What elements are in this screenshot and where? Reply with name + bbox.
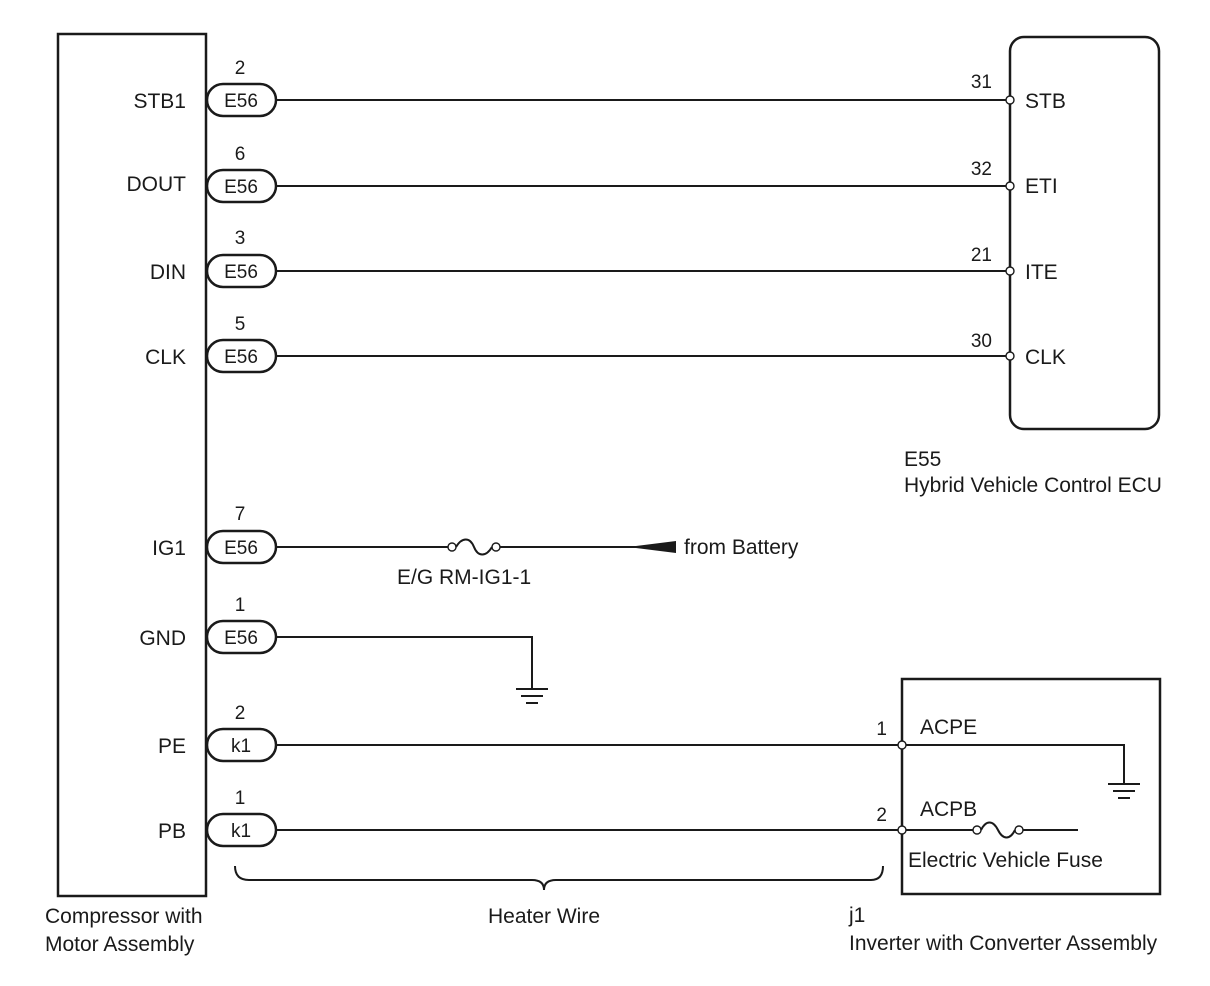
ecu-terminal-node — [1005, 266, 1015, 276]
connector-label: k1 — [231, 736, 251, 757]
connector-label: E56 — [224, 538, 258, 559]
heater-wire-label: Heater Wire — [488, 905, 600, 928]
pe-circuit: PE 2 k1 1 ACPE — [158, 703, 1140, 799]
connector-k1 — [205, 727, 278, 763]
gnd-circuit: GND 1 E56 — [139, 595, 548, 704]
fuse-terminal — [491, 542, 501, 552]
compressor-label-line2: Motor Assembly — [45, 933, 195, 956]
pin-number: 2 — [235, 58, 246, 79]
terminal-name-stb1: STB1 — [133, 90, 186, 113]
terminal-name-pe: PE — [158, 735, 186, 758]
heater-wire-brace — [234, 865, 884, 891]
ground-icon — [516, 688, 548, 704]
signal-row-ite: DIN 3 E56 21 ITE — [150, 228, 1058, 289]
connector-e56 — [205, 619, 278, 655]
terminal-name-ig1: IG1 — [152, 537, 186, 560]
connector-label: k1 — [231, 821, 251, 842]
connector-e56 — [205, 338, 278, 374]
compressor-box — [56, 32, 208, 898]
ecu-name-label: Hybrid Vehicle Control ECU — [904, 474, 1162, 497]
connector-e56 — [205, 82, 278, 118]
terminal-name-din: DIN — [150, 261, 186, 284]
terminal-name-clk: CLK — [145, 346, 186, 369]
connector-label: E56 — [224, 628, 258, 649]
inverter-box — [900, 677, 1162, 896]
pin-number: 1 — [235, 788, 246, 809]
fuse-terminal — [972, 825, 982, 835]
ecu-terminal-ite: ITE — [1025, 261, 1058, 284]
ecu-pin-number: 32 — [971, 159, 992, 180]
ecu-pin-number: 21 — [971, 245, 992, 266]
fuse-symbol — [980, 821, 1016, 839]
ecu-code-label: E55 — [904, 448, 941, 471]
acpe-ground-wire — [906, 744, 1125, 783]
inverter-code-label: j1 — [848, 904, 865, 927]
inverter-terminal-node — [897, 740, 907, 750]
ecu-pin-number: 31 — [971, 72, 992, 93]
pin-number: 7 — [235, 504, 246, 525]
source-label: from Battery — [684, 536, 799, 559]
inverter-name-label: Inverter with Converter Assembly — [849, 932, 1158, 955]
signal-row-eti: DOUT 6 E56 32 ETI — [127, 144, 1058, 204]
connector-label: E56 — [224, 347, 258, 368]
terminal-name-gnd: GND — [139, 627, 186, 650]
fuse-symbol — [455, 538, 493, 556]
ecu-terminal-eti: ETI — [1025, 175, 1058, 198]
ecu-terminal-node — [1005, 181, 1015, 191]
pb-circuit: PB 1 k1 2 ACPB Electric Vehicle Fuse — [158, 788, 1103, 872]
compressor-label-line1: Compressor with — [45, 905, 203, 928]
pin-number: 1 — [235, 595, 246, 616]
connector-e56 — [205, 168, 278, 204]
ecu-terminal-stb: STB — [1025, 90, 1066, 113]
pin-number: 6 — [235, 144, 246, 165]
connector-label: E56 — [224, 177, 258, 198]
connector-k1 — [205, 812, 278, 848]
ev-fuse-label: Electric Vehicle Fuse — [908, 849, 1103, 872]
pin-number: 2 — [235, 703, 246, 724]
ig1-circuit: IG1 7 E56 E/G RM-IG1-1 from Battery — [152, 504, 799, 589]
connector-e56 — [205, 529, 278, 565]
pin-number: 5 — [235, 314, 246, 335]
connector-label: E56 — [224, 91, 258, 112]
signal-row-clk: CLK 5 E56 30 CLK — [145, 314, 1066, 374]
inverter-terminal-acpe: ACPE — [920, 716, 977, 739]
terminal-name-pb: PB — [158, 820, 186, 843]
ground-wire — [276, 636, 533, 688]
fuse-terminal — [447, 542, 457, 552]
inverter-terminal-node — [897, 825, 907, 835]
terminal-name-dout: DOUT — [127, 173, 187, 196]
ecu-box — [1008, 35, 1161, 431]
ecu-pin-number: 30 — [971, 331, 992, 352]
arrow-icon — [628, 541, 676, 553]
fuse-terminal — [1014, 825, 1024, 835]
inverter-pin-number: 1 — [876, 719, 887, 740]
connector-label: E56 — [224, 262, 258, 283]
connector-e56 — [205, 253, 278, 289]
ecu-terminal-clk: CLK — [1025, 346, 1066, 369]
ground-icon — [1108, 783, 1140, 799]
inverter-terminal-acpb: ACPB — [920, 798, 977, 821]
pin-number: 3 — [235, 228, 246, 249]
ecu-terminal-node — [1005, 95, 1015, 105]
signal-row-stb: STB1 2 E56 31 STB — [133, 58, 1066, 118]
ecu-terminal-node — [1005, 351, 1015, 361]
fuse-label: E/G RM-IG1-1 — [397, 566, 531, 589]
inverter-pin-number: 2 — [876, 805, 887, 826]
